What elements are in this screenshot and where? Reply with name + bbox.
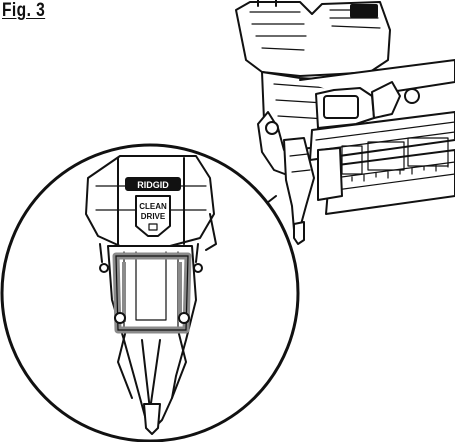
nose-guard-highlight — [112, 252, 192, 334]
badge-drop-icon — [148, 223, 158, 231]
nose-detail — [85, 155, 217, 435]
figure-label: Fig. 3 — [2, 0, 46, 21]
tool-body — [235, 0, 455, 245]
badge-text-line2: DRIVE — [141, 212, 166, 221]
brand-plate-text: RIDGID — [137, 180, 169, 190]
badge-text-line1: CLEAN — [139, 202, 167, 211]
